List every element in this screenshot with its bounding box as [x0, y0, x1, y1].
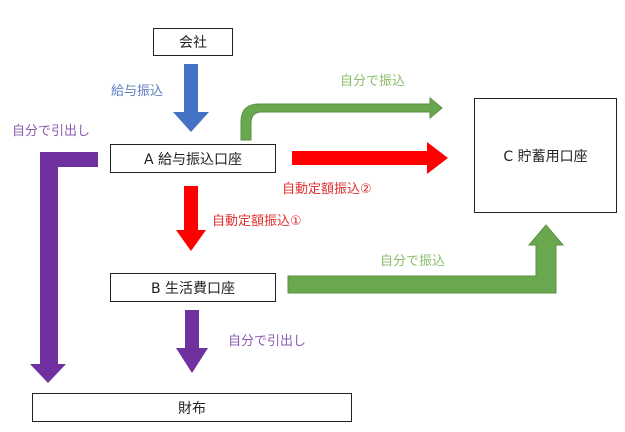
- node-account-a: A 給与振込口座: [110, 144, 276, 173]
- arrow-withdraw-b: [176, 310, 208, 373]
- arrow-auto-transfer-1: [176, 186, 206, 251]
- label-withdraw-b: 自分で引出し: [228, 334, 307, 349]
- arrow-withdraw-a: [30, 152, 98, 383]
- node-wallet: 財布: [32, 393, 352, 422]
- arrow-salary: [173, 64, 209, 132]
- arrow-self-transfer-b-c: [287, 224, 565, 294]
- label-salary-transfer: 給与振込: [111, 84, 164, 99]
- label-auto-transfer-2: 自動定額振込②: [282, 182, 372, 197]
- node-account-b: B 生活費口座: [110, 273, 276, 302]
- label-self-transfer-a-c: 自分で振込: [340, 74, 406, 89]
- label-withdraw-a: 自分で引出し: [12, 124, 91, 139]
- node-account-c: C 貯蓄用口座: [474, 98, 617, 213]
- label-auto-transfer-1: 自動定額振込①: [212, 214, 302, 229]
- arrow-auto-transfer-2: [292, 142, 448, 174]
- node-company: 会社: [153, 28, 233, 56]
- arrow-self-transfer-a-c: [240, 96, 443, 141]
- label-self-transfer-b-c: 自分で振込: [380, 254, 446, 269]
